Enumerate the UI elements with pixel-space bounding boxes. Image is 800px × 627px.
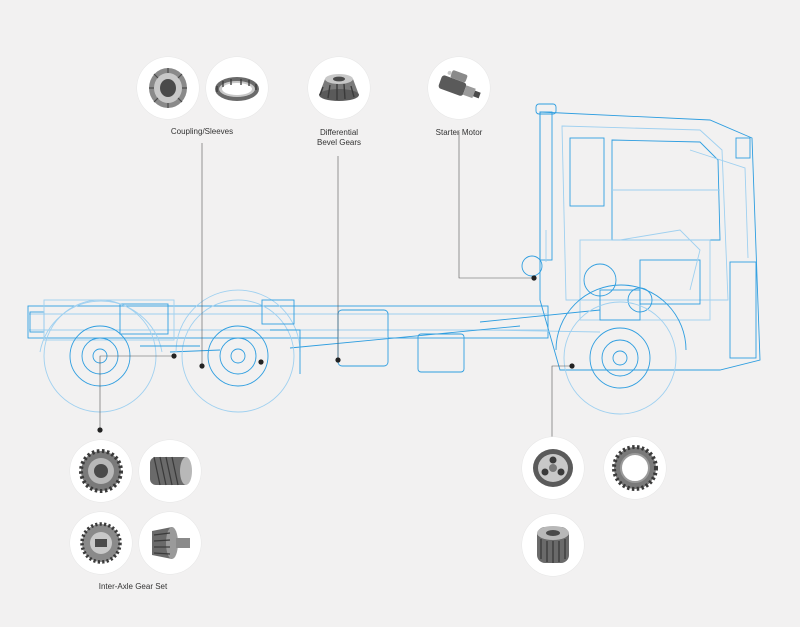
spur-gear-icon (70, 440, 132, 502)
connector-dots (97, 275, 575, 433)
inter-axle-gear-set-label: Inter-Axle Gear Set (98, 582, 168, 591)
differential-label-line2: Bevel Gears (316, 138, 362, 147)
coupling-icon (137, 57, 199, 119)
cluster-gear-icon (522, 514, 584, 576)
coupling-sleeves-label: Coupling/Sleeves (170, 127, 234, 136)
pinion-gear-icon (70, 512, 132, 574)
bevel-gear-icon (308, 57, 370, 119)
differential-label-line1: Differential (319, 128, 359, 137)
leader-lines (99, 132, 572, 438)
synchro-hub-icon (522, 437, 584, 499)
helical-gear-icon (139, 440, 201, 502)
ring-gear-icon (604, 437, 666, 499)
sleeve-ring-icon (206, 57, 268, 119)
truck-chassis-outline (27, 103, 761, 415)
starter-motor-label: Starter Motor (435, 128, 483, 137)
bevel-pinion-icon (139, 512, 201, 574)
starter-motor-icon (428, 57, 490, 119)
